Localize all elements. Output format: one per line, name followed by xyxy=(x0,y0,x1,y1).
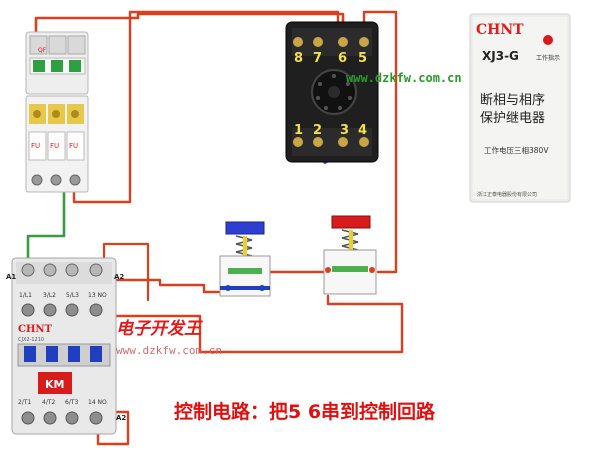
contactor-brand: CHNT xyxy=(18,324,53,335)
breaker-handle-1 xyxy=(33,60,45,72)
terminal-2t1: 2/T1 xyxy=(18,399,32,406)
terminal-4-label: 4 xyxy=(358,123,367,138)
site-brand-title: 电子开发王 xyxy=(116,319,203,339)
relay-model: XJ3-G xyxy=(482,49,519,63)
relay-brand-logo: CHNT xyxy=(476,22,524,38)
fuse-label-1: FU xyxy=(31,142,40,150)
breaker-mark: QF xyxy=(38,47,47,54)
phase-relay-module: CHNT 工作指示 XJ3-G 断相与相序 保护继电器 工作电压三相380V 浙… xyxy=(469,13,571,203)
fuse-block: FU FU FU xyxy=(25,95,89,193)
relay-maker-note: 浙江正泰电器股份有限公司 xyxy=(477,191,537,198)
relay-socket: 8 7 6 5 1 2 3 4 xyxy=(285,21,379,163)
km-plate xyxy=(38,372,72,394)
terminal-6t3: 6/T3 xyxy=(65,399,79,406)
relay-name-line1: 断相与相序 xyxy=(480,93,545,108)
wire-a2-loop xyxy=(96,410,130,446)
wire-fuse-to-a1 xyxy=(26,190,66,268)
terminal-3l2: 3/L2 xyxy=(43,292,56,299)
terminal-4t2: 4/T2 xyxy=(42,399,56,406)
terminal-1l1: 1/L1 xyxy=(19,292,32,299)
terminal-5-label: 5 xyxy=(358,51,367,66)
relay-name-line2: 保护继电器 xyxy=(480,111,545,126)
breaker-handle-2 xyxy=(51,60,63,72)
coil-a2-label: A2 xyxy=(114,273,124,281)
relay-voltage-note: 工作电压三相380V xyxy=(484,145,549,155)
wires xyxy=(26,10,404,446)
watermark-top: www.dzkfw.com.cn xyxy=(346,71,462,85)
contactor-model: CJX2-1210 xyxy=(18,337,44,343)
stop-button xyxy=(219,221,271,297)
circuit-breaker: QF xyxy=(25,31,89,95)
breaker-handle-3 xyxy=(69,60,81,72)
site-brand-url: www.dzkfw.com.cn xyxy=(116,344,222,357)
contactor: A1 A2 1/L1 3/L2 5/L3 13 NO CHNT CJX2-121… xyxy=(6,257,126,435)
terminal-3-label: 3 xyxy=(340,123,349,138)
coil-a1-label: A1 xyxy=(6,273,16,281)
start-button xyxy=(323,215,377,295)
km-label: KM xyxy=(45,378,64,391)
indicator-label: 工作指示 xyxy=(536,54,560,62)
terminal-13no: 13 NO xyxy=(88,292,107,299)
terminal-5l3: 5/L3 xyxy=(66,292,79,299)
indicator-led xyxy=(543,35,553,45)
caption: 控制电路：把5 6串到控制回路 xyxy=(174,400,436,423)
fuse-label-3: FU xyxy=(69,142,78,150)
wire-fuse-middle-to-top xyxy=(72,10,340,204)
fuse-label-2: FU xyxy=(50,142,59,150)
terminal-6-label: 6 xyxy=(338,51,347,66)
terminal-7-label: 7 xyxy=(313,51,322,66)
wire-breaker-to-terminal-6 xyxy=(34,12,345,44)
terminal-14no: 14 NO xyxy=(88,399,107,406)
terminal-8-label: 8 xyxy=(294,51,303,66)
wire-stop-to-contactor-13 xyxy=(108,278,222,294)
coil-a2-bottom-label: A2 xyxy=(116,414,126,422)
terminal-2-label: 2 xyxy=(313,123,322,138)
terminal-1-label: 1 xyxy=(294,123,303,138)
wire-terminal-5-to-start xyxy=(362,10,398,274)
wire-start-to-contactor-14 xyxy=(106,294,404,354)
